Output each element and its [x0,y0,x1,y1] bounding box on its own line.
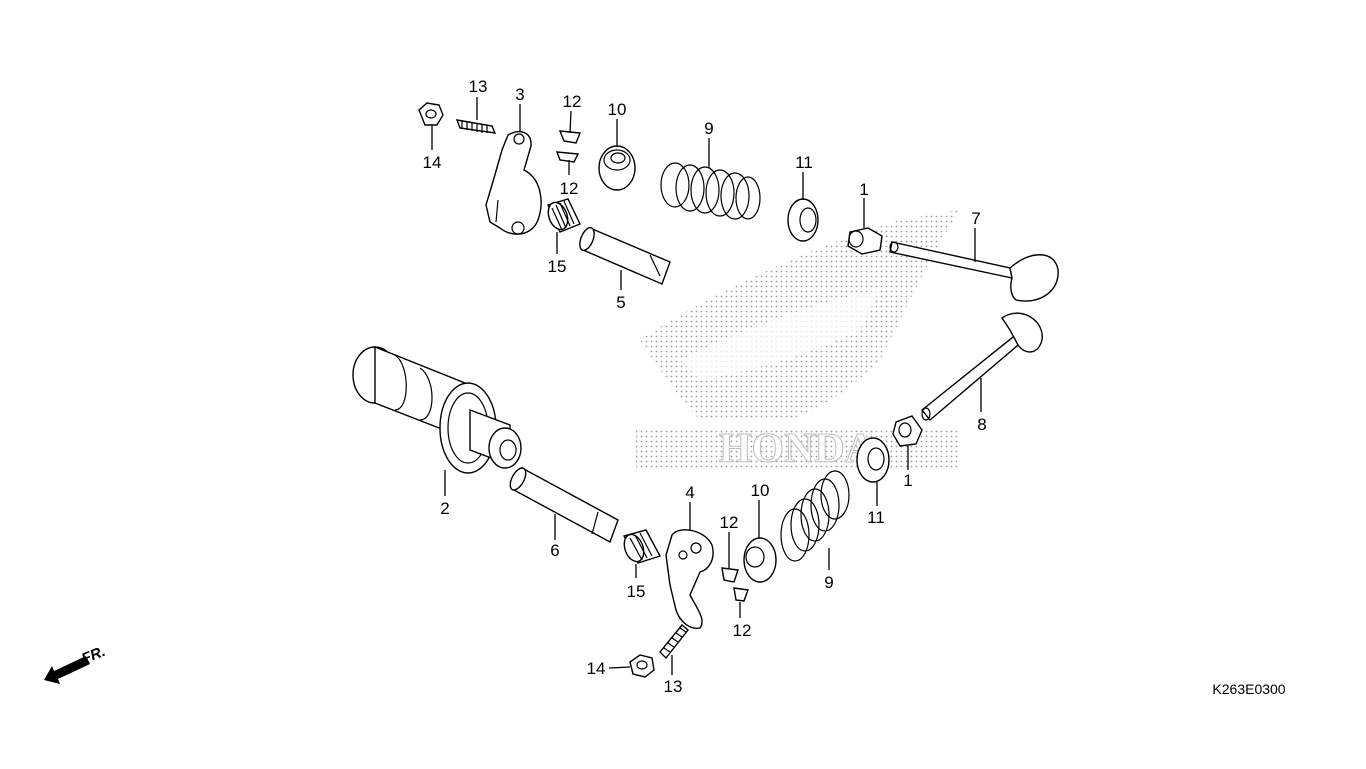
callout-6: 6 [550,541,559,560]
callout-14: 14 [423,153,442,172]
spring-seat-part-11-upper [787,198,819,242]
diagram-code: K263E0300 [1212,681,1285,697]
callout-9: 9 [704,119,713,138]
cotter-part-12-lower-b [733,587,749,602]
front-direction-indicator: FR. [44,643,108,684]
callout-15: 15 [627,582,646,601]
callout-13: 13 [664,677,683,696]
callout-14: 14 [587,659,606,678]
nut-part-14-lower [629,654,655,678]
valve-spring-part-9-lower [780,470,850,562]
honda-wing-logo: HONDA [636,210,960,473]
callout-4: 4 [685,483,694,502]
honda-logo-text: HONDA [719,426,876,472]
nut-part-14-upper [418,102,444,126]
camshaft-part-2 [352,345,522,474]
spring-retainer-part-10-lower [743,537,777,583]
callout-10: 10 [608,100,627,119]
rocker-shaft-part-5 [579,226,671,285]
stem-seal-part-1-lower [892,415,923,447]
arrow-left-icon [44,656,90,684]
cotter-part-12-lower-a [721,567,739,583]
valve-part-8 [921,312,1043,422]
front-label: FR. [79,643,108,668]
callout-3: 3 [515,85,524,104]
callout-12: 12 [720,513,739,532]
adjust-screw-part-13-lower [659,624,689,660]
callout-9: 9 [824,573,833,592]
spring-retainer-part-10-upper [598,145,636,191]
callout-12: 12 [733,621,752,640]
rocker-arm-part-4 [665,529,714,629]
callout-12: 12 [560,179,579,198]
callouts: 14 13 3 12 12 10 9 11 1 7 15 5 2 8 1 11 … [423,77,987,696]
callout-10: 10 [751,481,770,500]
valve-spring-part-9-upper [660,162,761,220]
callout-11: 11 [867,508,885,527]
callout-11: 11 [795,153,813,172]
callout-12: 12 [563,92,582,111]
cotter-part-12-upper-a [558,130,581,144]
callout-1: 1 [903,471,912,490]
rocker-shaft-part-6 [509,466,619,544]
callout-7: 7 [971,209,980,228]
callout-5: 5 [616,293,625,312]
rocker-arm-part-3 [485,131,542,235]
adjust-screw-part-13-upper [455,119,497,134]
needle-bearing-part-15-upper [547,198,581,233]
callout-8: 8 [977,415,986,434]
cotter-part-12-upper-b [555,151,580,163]
leader-lines [431,97,982,675]
callout-13: 13 [469,77,488,96]
callout-1: 1 [859,180,868,199]
callout-2: 2 [440,499,449,518]
stem-seal-part-1-upper [847,227,883,255]
callout-15: 15 [548,257,567,276]
needle-bearing-part-15-lower [622,529,662,564]
valve-part-7 [889,241,1059,302]
spring-seat-part-11-lower [856,437,890,483]
